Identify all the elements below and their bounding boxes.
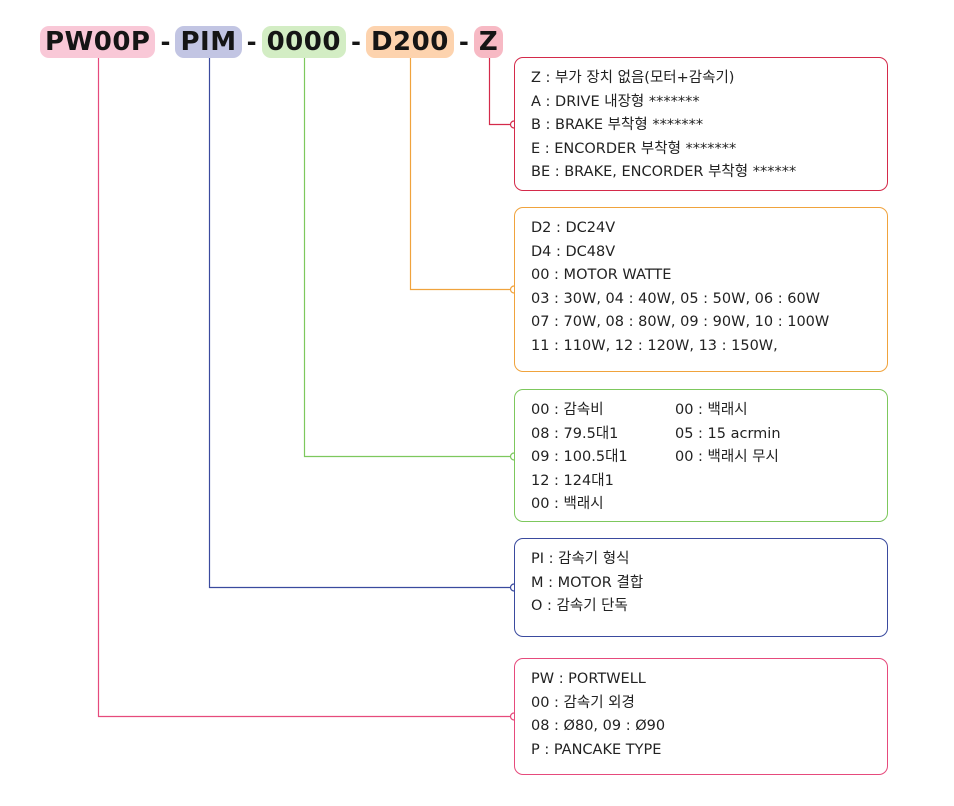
box-z-options: Z : 부가 장치 없음(모터+감속기) A : DRIVE 내장형 *****… bbox=[514, 57, 888, 191]
d200-option-line: 11 : 110W, 12 : 120W, 13 : 150W, bbox=[531, 337, 778, 354]
connector-0000 bbox=[303, 58, 510, 458]
ratio-option-line: 09 : 100.5대1 bbox=[531, 449, 628, 466]
code-separator: - bbox=[350, 28, 361, 56]
backlash-option-line: 00 : 백래시 무시 bbox=[675, 449, 779, 466]
d200-option-line: D2 : DC24V bbox=[531, 220, 616, 236]
code-segment-pim: PIM bbox=[175, 26, 242, 58]
connector-z bbox=[488, 58, 510, 126]
pw00p-option-line: PW : PORTWELL bbox=[531, 671, 646, 687]
code-separator: - bbox=[246, 28, 257, 56]
box-0000-options: 00 : 감속비 08 : 79.5대1 09 : 100.5대1 12 : 1… bbox=[514, 389, 888, 522]
pw00p-option-line: P : PANCAKE TYPE bbox=[531, 741, 662, 758]
box-pim-options: PI : 감속기 형식 M : MOTOR 결합 O : 감속기 단독 bbox=[514, 538, 888, 637]
z-option-line: Z : 부가 장치 없음(모터+감속기) bbox=[531, 70, 735, 86]
pim-option-line: PI : 감속기 형식 bbox=[531, 551, 630, 567]
code-separator: - bbox=[458, 28, 469, 56]
z-option-line: E : ENCORDER 부착형 ******* bbox=[531, 140, 737, 157]
pw00p-option-line: 08 : Ø80, 09 : Ø90 bbox=[531, 718, 666, 735]
pw00p-option-line: 00 : 감속기 외경 bbox=[531, 694, 635, 711]
ratio-option-line: 12 : 124대1 bbox=[531, 472, 614, 489]
ratio-option-line: 00 : 백래시 bbox=[531, 496, 604, 513]
pim-option-line: M : MOTOR 결합 bbox=[531, 574, 644, 591]
z-option-line: A : DRIVE 내장형 ******* bbox=[531, 93, 700, 110]
z-option-line: B : BRAKE 부착형 ******* bbox=[531, 117, 704, 134]
connector-pim bbox=[208, 58, 510, 589]
box-pw00p-options: PW : PORTWELL 00 : 감속기 외경 08 : Ø80, 09 :… bbox=[514, 658, 888, 775]
z-option-line: BE : BRAKE, ENCORDER 부착형 ****** bbox=[531, 164, 797, 181]
connector-d200 bbox=[409, 58, 510, 291]
code-separator: - bbox=[160, 28, 171, 56]
code-segment-pw00p: PW00P bbox=[40, 26, 156, 58]
d200-option-line: D4 : DC48V bbox=[531, 243, 616, 260]
d200-option-line: 00 : MOTOR WATTE bbox=[531, 267, 672, 284]
code-segment-0000: 0000 bbox=[261, 26, 346, 58]
ratio-option-line: 00 : 감속비 bbox=[531, 402, 604, 418]
d200-option-line: 07 : 70W, 08 : 80W, 09 : 90W, 10 : 100W bbox=[531, 314, 830, 331]
model-code: PW00P - PIM - 0000 - D200 - Z bbox=[40, 24, 504, 60]
backlash-option-line: 05 : 15 acrmin bbox=[675, 425, 781, 442]
backlash-option-line: 00 : 백래시 bbox=[675, 402, 748, 418]
box-d200-options: D2 : DC24V D4 : DC48V 00 : MOTOR WATTE 0… bbox=[514, 207, 888, 372]
d200-option-line: 03 : 30W, 04 : 40W, 05 : 50W, 06 : 60W bbox=[531, 290, 821, 307]
code-segment-z: Z bbox=[473, 26, 504, 58]
ratio-option-line: 08 : 79.5대1 bbox=[531, 425, 619, 442]
code-segment-d200: D200 bbox=[365, 26, 454, 58]
pim-option-line: O : 감속기 단독 bbox=[531, 598, 628, 615]
connector-pw00p bbox=[97, 58, 510, 718]
